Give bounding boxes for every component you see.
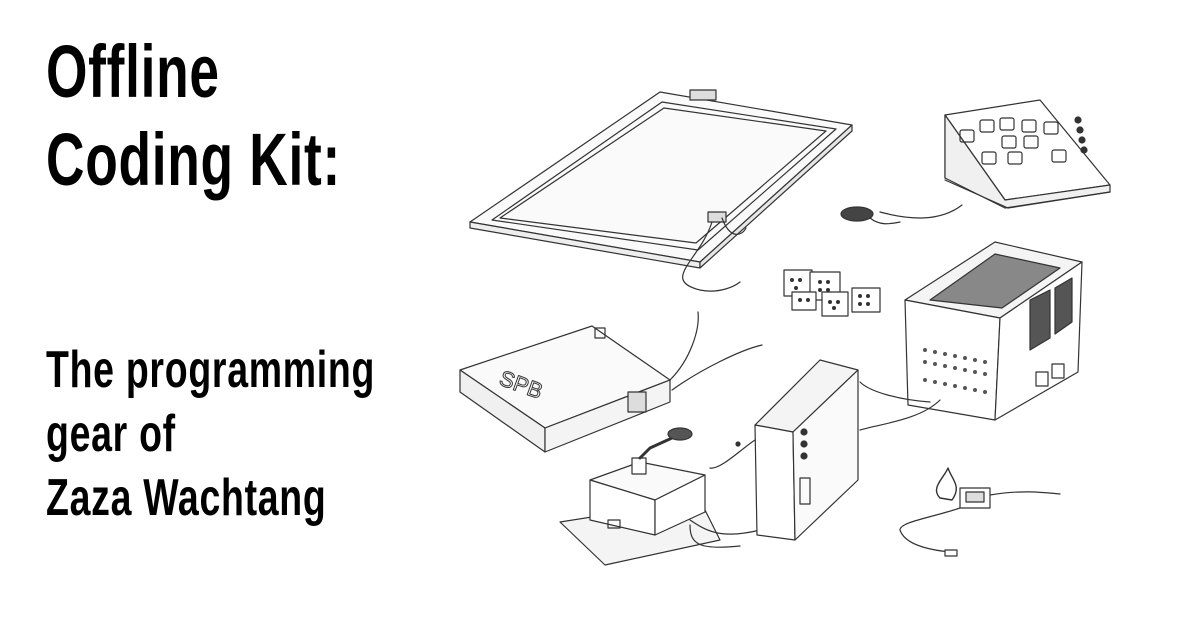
spb-box: SPB — [460, 312, 762, 452]
title-line-2: Coding Kit: — [46, 118, 341, 201]
title-line-1: Offline — [46, 30, 220, 113]
gear-illustration: SPB — [440, 70, 1200, 610]
button-box — [841, 100, 1110, 224]
subtitle-line-3: Zaza Wachtang — [46, 469, 327, 527]
subtitle-line-2: gear of — [46, 405, 176, 463]
page-subtitle: The programming gear of Zaza Wachtang — [46, 338, 375, 530]
cube-device — [860, 242, 1082, 430]
joystick-base — [560, 428, 760, 565]
flame-sensor — [900, 468, 1060, 556]
drawing-tablet — [470, 90, 852, 291]
tower-device — [710, 360, 858, 540]
page-title: Offline Coding Kit: — [46, 28, 341, 204]
subtitle-line-1: The programming — [46, 341, 376, 399]
dice-blocks — [784, 270, 880, 316]
